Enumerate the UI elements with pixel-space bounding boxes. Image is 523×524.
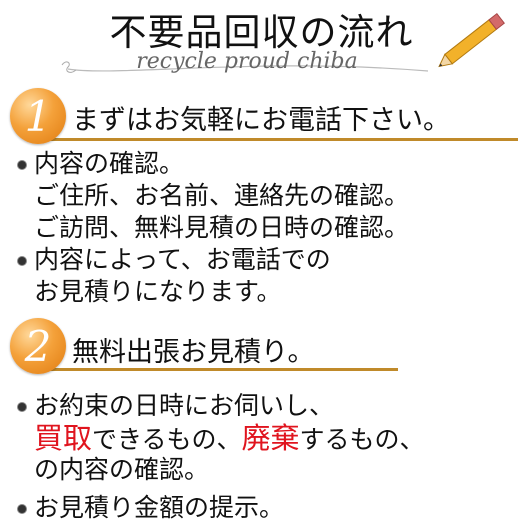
list-item: 内容によって、お電話での [18,244,518,276]
list-item-continuation: 買取できるもの、廃棄するもの、 [18,422,518,454]
step-1-header: 1 まずはお気軽にお電話下さい。 [10,88,520,148]
list-item-text: 内容の確認。 [34,149,185,178]
list-item-continuation: ご訪問、無料見積の日時の確認。 [18,212,518,244]
list-item-continuation: の内容の確認。 [18,454,518,486]
list-item-text: の内容の確認。 [34,455,210,484]
step-1-badge [10,88,66,144]
section-1-list: 内容の確認。 ご住所、お名前、連絡先の確認。 ご訪問、無料見積の日時の確認。 内… [18,148,518,308]
subtitle-banner: recycle proud chiba [58,47,436,77]
list-item-text: お約束の日時にお伺いし、 [34,391,335,420]
step-1-rule [48,138,518,141]
list-item: お約束の日時にお伺いし、 [18,390,518,422]
subtitle: recycle proud chiba [136,49,358,74]
bullet-icon [18,257,26,265]
list-item: 内容の確認。 [18,148,518,180]
highlight-haiki: 廃棄 [241,421,300,455]
step-2-number: 2 [24,322,52,371]
page-title: 不要品回収の流れ [109,11,414,54]
section-2-list: お約束の日時にお伺いし、 買取できるもの、廃棄するもの、 の内容の確認。 お見積… [18,390,518,524]
step-2-label: 無料出張お見積り。 [72,337,315,368]
bullet-icon [18,505,26,513]
pencil-icon [438,13,505,68]
list-item-text: ご住所、お名前、連絡先の確認。 [34,181,410,210]
step-1-label: まずはお気軽にお電話下さい。 [72,105,450,136]
list-item-text: 買取できるもの、廃棄するもの、 [34,422,425,456]
list-item-text-end: するもの、 [299,425,425,454]
list-item-continuation: ご住所、お名前、連絡先の確認。 [18,180,518,212]
step-2-rule [48,368,398,371]
step-2-header: 2 無料出張お見積り。 [10,318,520,378]
list-item: お見積り金額の提示。 [18,492,518,524]
list-item-text: お見積りになります。 [34,277,282,306]
step-1-number: 1 [24,92,52,141]
step-2-badge [10,318,66,374]
list-item-text: お見積り金額の提示。 [34,493,285,522]
bullet-icon [18,161,26,169]
list-item-text: 内容によって、お電話での [34,245,331,274]
list-item-text: ご訪問、無料見積の日時の確認。 [34,213,410,242]
highlight-kaitori: 買取 [34,421,93,455]
bullet-icon [18,403,26,411]
list-item-text-mid: できるもの、 [92,425,242,454]
list-item-continuation: お見積りになります。 [18,276,518,308]
